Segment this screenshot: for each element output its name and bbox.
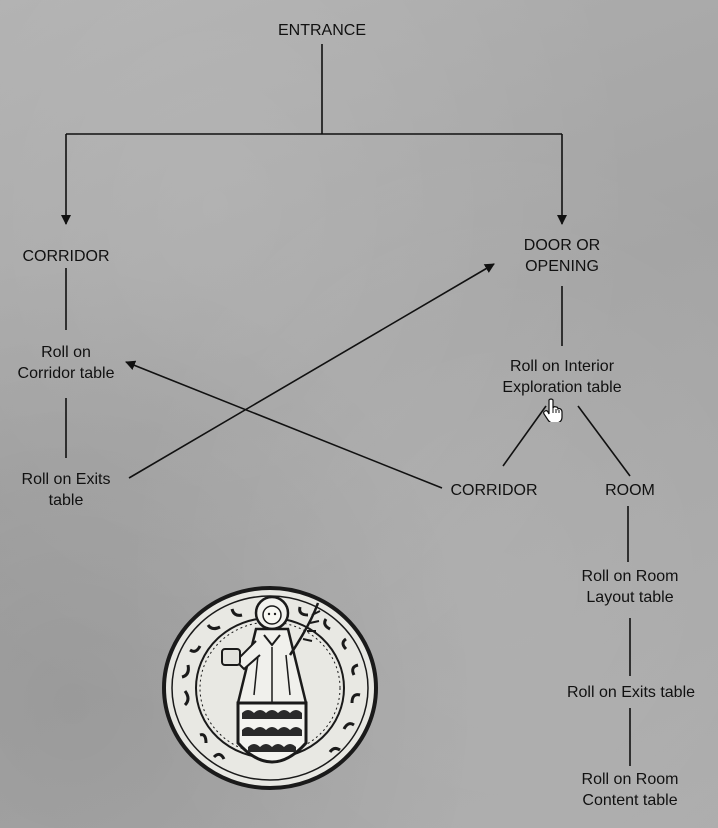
- hand-pointer-icon: [543, 398, 563, 422]
- roll-exits-left-node: Roll on Exits table: [21, 471, 111, 509]
- roll-room-content-node: Roll on Room Content table: [581, 771, 679, 809]
- interior-to-corridor-line: [502, 405, 547, 467]
- corridor-right-node: CORRIDOR: [450, 482, 538, 499]
- door-or-opening-node: DOOR OR OPENING: [523, 237, 601, 275]
- entrance-node: ENTRANCE: [277, 22, 366, 39]
- room-node: ROOM: [605, 482, 655, 499]
- roll-room-layout-node: Roll on Room Layout table: [581, 568, 679, 606]
- corridor-left-node: CORRIDOR: [22, 248, 110, 265]
- medieval-seal-icon: [162, 586, 378, 790]
- roll-corridor-table-node: Roll on Corridor table: [17, 344, 115, 382]
- roll-exits-right-node: Roll on Exits table: [566, 684, 696, 701]
- arrow-corridor-right-to-roll-corridor: [125, 360, 443, 489]
- interior-to-room-line: [577, 405, 631, 477]
- arrow-exits-to-door: [128, 263, 495, 479]
- roll-interior-exploration-node: Roll on Interior Exploration table: [502, 358, 622, 396]
